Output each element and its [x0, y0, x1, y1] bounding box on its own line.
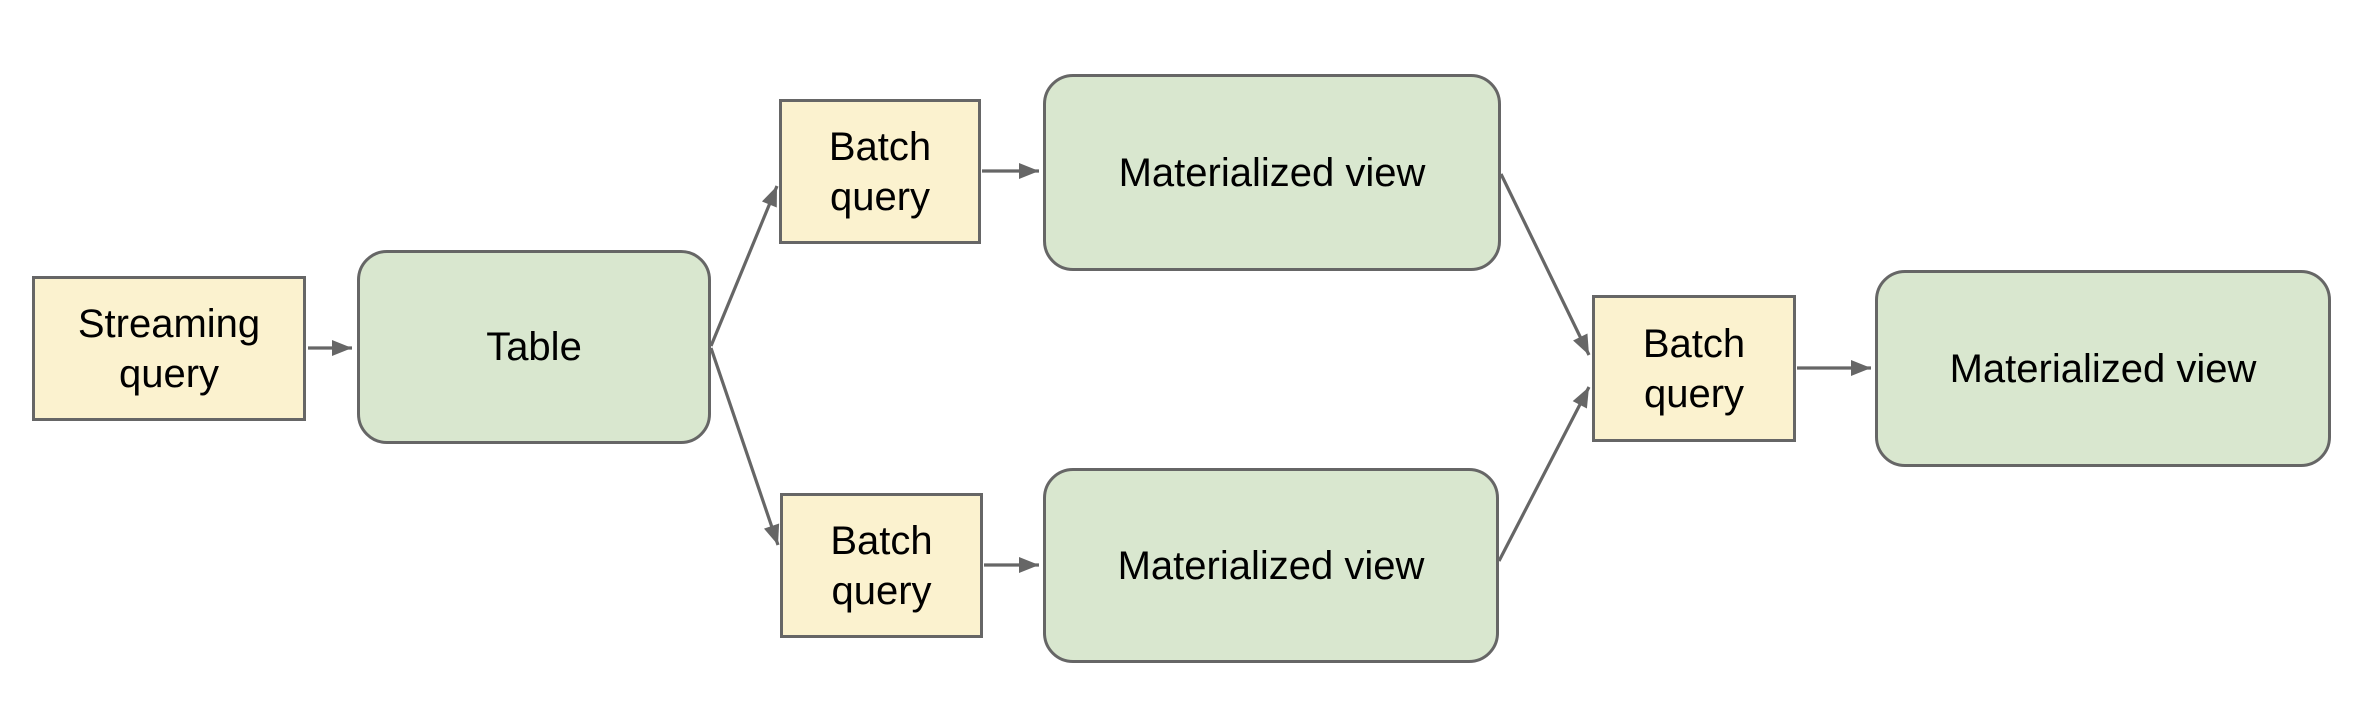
- node-streaming-query-label: Streaming query: [77, 301, 261, 396]
- node-materialized-view-top: Materialized view: [1043, 74, 1501, 271]
- node-table-label: Table: [486, 325, 582, 369]
- node-table: Table: [357, 250, 711, 444]
- node-materialized-view-right: Materialized view: [1875, 270, 2331, 467]
- node-streaming-query: Streaming query: [32, 276, 306, 421]
- node-materialized-view-top-label: Materialized view: [1118, 150, 1426, 195]
- node-materialized-view-bottom-label: Materialized view: [1117, 543, 1425, 588]
- node-batch-query-bottom-label: Batch query: [830, 518, 933, 613]
- node-batch-query-top: Batch query: [779, 99, 981, 244]
- node-batch-query-top-label: Batch query: [828, 124, 932, 219]
- edge-table-to-batch-query-top: [709, 185, 779, 347]
- edge-materialized-view-bottom-to-batch-query-right: [1497, 386, 1591, 562]
- edge-materialized-view-top-to-batch-query-right: [1499, 173, 1591, 356]
- node-materialized-view-bottom: Materialized view: [1043, 468, 1499, 663]
- node-batch-query-right: Batch query: [1592, 295, 1796, 442]
- node-materialized-view-right-label: Materialized view: [1949, 346, 2257, 391]
- node-batch-query-right-label: Batch query: [1642, 321, 1746, 416]
- node-batch-query-bottom: Batch query: [780, 493, 983, 638]
- edge-table-to-batch-query-bottom: [709, 347, 780, 546]
